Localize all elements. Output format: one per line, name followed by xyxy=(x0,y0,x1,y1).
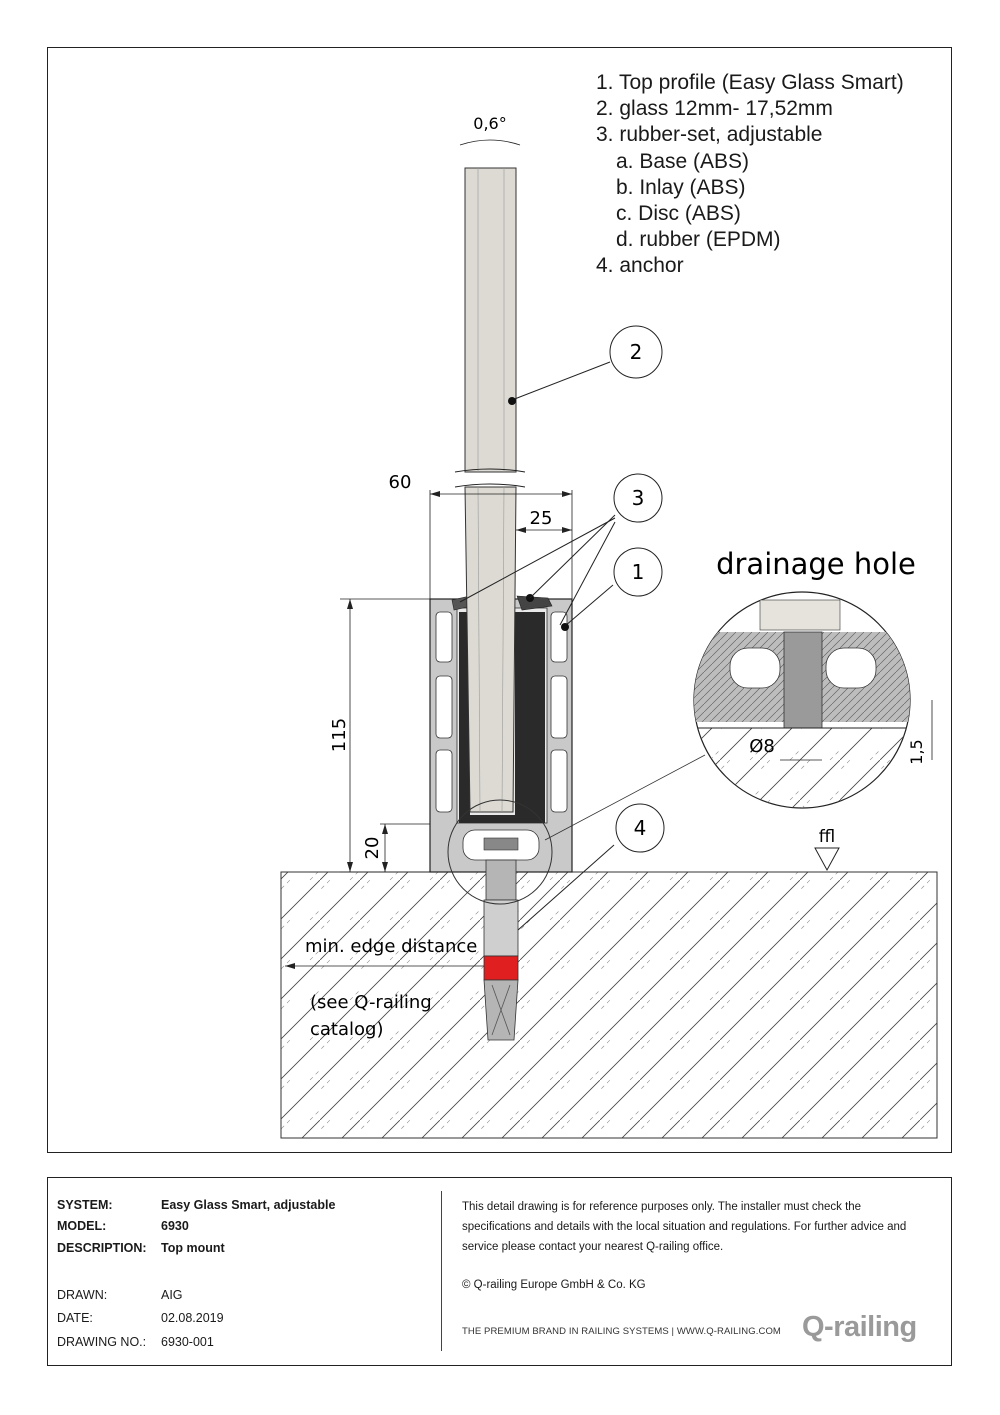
dimension-arrows xyxy=(285,491,572,969)
drainage-hole-title: drainage hole xyxy=(716,547,916,581)
legend-item: 2. glass 12mm- 17,52mm xyxy=(596,97,833,121)
brand-slogan: THE PREMIUM BRAND IN RAILING SYSTEMS | W… xyxy=(462,1326,781,1337)
legend-item: a. Base (ABS) xyxy=(616,149,750,173)
dimension-lines xyxy=(285,139,933,967)
edge-distance-label: min. edge distance xyxy=(305,936,477,957)
dim-115-label: 115 xyxy=(329,718,350,752)
disclaimer-text: This detail drawing is for reference pur… xyxy=(462,1201,907,1253)
title-block-divider xyxy=(441,1191,442,1351)
callout-1-label: 1 xyxy=(632,560,645,584)
system-label: SYSTEM: xyxy=(57,1198,113,1212)
drainage-detail xyxy=(693,591,911,809)
drawing-frame xyxy=(47,47,952,1153)
system-value: Easy Glass Smart, adjustable xyxy=(161,1198,336,1212)
dim-d8-label: Ø8 xyxy=(749,736,775,757)
dim-25-label: 25 xyxy=(530,508,553,529)
detail-marker-circle xyxy=(447,799,553,905)
drawn-value: AIG xyxy=(161,1288,183,1302)
catalog-note-line2: catalog) xyxy=(310,1019,383,1040)
dim-20-label: 20 xyxy=(362,837,383,860)
anchor-bolt xyxy=(483,859,519,1041)
copyright-text: © Q-railing Europe GmbH & Co. KG xyxy=(462,1279,646,1291)
legend-item: 4. anchor xyxy=(596,254,684,278)
legend-item: c. Disc (ABS) xyxy=(616,202,741,226)
description-value: Top mount xyxy=(161,1241,225,1255)
legend-item: d. rubber (EPDM) xyxy=(616,228,781,252)
dim-1-5-label: 1,5 xyxy=(907,739,926,764)
legend-item: 1. Top profile (Easy Glass Smart) xyxy=(596,71,904,94)
catalog-note-line1: (see Q-railing xyxy=(310,992,432,1013)
parts-legend: 1. Top profile (Easy Glass Smart) 2. glas… xyxy=(596,70,904,280)
title-block-frame xyxy=(47,1177,952,1366)
concrete-floor xyxy=(280,871,938,1139)
date-label: DATE: xyxy=(57,1311,93,1325)
date-value: 02.08.2019 xyxy=(161,1311,224,1325)
legend-item: 3. rubber-set, adjustable xyxy=(596,123,823,147)
dim-60-label: 60 xyxy=(389,472,412,493)
q-railing-logo: Q-railing xyxy=(802,1311,917,1343)
model-label: MODEL: xyxy=(57,1219,107,1233)
callout-3-label: 3 xyxy=(632,486,645,510)
ffl-marker xyxy=(814,847,840,872)
description-label: DESCRIPTION: xyxy=(57,1241,147,1255)
ffl-label: ffl xyxy=(819,827,835,847)
angle-label: 0,6° xyxy=(473,114,506,133)
technical-drawing: 0,6° 60 25 115 20 2 3 1 4 drainage hole … xyxy=(280,114,938,1139)
drawing-no-value: 6930-001 xyxy=(161,1335,214,1349)
drawn-label: DRAWN: xyxy=(57,1288,108,1302)
model-value: 6930 xyxy=(161,1219,189,1233)
callout-4-label: 4 xyxy=(634,816,647,840)
callouts xyxy=(459,325,665,931)
glass-pane xyxy=(454,167,526,813)
callout-2-label: 2 xyxy=(630,340,643,364)
drawing-no-label: DRAWING NO.: xyxy=(57,1335,147,1349)
legend-item: b. Inlay (ABS) xyxy=(616,175,746,199)
leader-dots xyxy=(508,397,569,631)
